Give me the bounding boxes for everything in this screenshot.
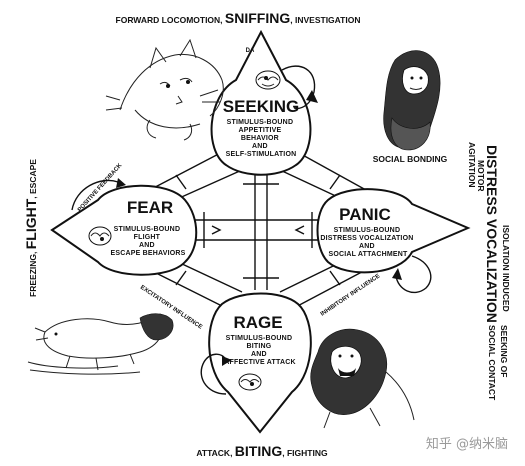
brain-icon <box>255 70 281 90</box>
right-inner-line1: MOTOR <box>476 160 486 191</box>
seeking-node: DA SEEKING STIMULUS-BOUND APPETITIVE BEH… <box>210 29 318 176</box>
top-edge-pre: FORWARD LOCOMOTION, <box>116 15 225 25</box>
rage-line-3: AND <box>251 351 267 358</box>
fear-loop <box>71 179 119 211</box>
seeking-loop-arrow-icon <box>306 90 318 103</box>
rage-line-4: AFFECTIVE ATTACK <box>224 359 296 366</box>
seeking-loop <box>281 65 316 110</box>
panic-node: PANIC STIMULUS-BOUND DISTRESS VOCALIZATI… <box>316 188 471 294</box>
cat-sketch <box>105 38 224 141</box>
rodent-sketch <box>27 313 174 375</box>
seeking-line-2: APPETITIVE <box>239 127 282 134</box>
right-outer-pre: ISOLATION INDUCED <box>501 225 511 312</box>
rage-title: RAGE <box>233 313 282 332</box>
fear-node: FEAR STIMULUS-BOUND FLIGHT AND ESCAPE BE… <box>50 162 198 276</box>
fear-line-4: ESCAPE BEHAVIORS <box>110 250 185 257</box>
fear-brain-icon <box>88 226 112 246</box>
bottom-edge-post: , FIGHTING <box>282 448 328 458</box>
seeking-line-3: BEHAVIOR <box>241 135 279 142</box>
watermark: 知乎 @纳米脑 <box>426 436 508 452</box>
seeking-line-1: STIMULUS-BOUND <box>227 119 294 126</box>
rage-loop-arrow-icon <box>222 356 232 366</box>
inhibitory-influence-label: INHIBITORY INFLUENCE <box>320 273 382 317</box>
top-edge-post: , INVESTIGATION <box>290 15 360 25</box>
seeking-body: STIMULUS-BOUND APPETITIVE BEHAVIOR AND S… <box>226 119 297 158</box>
primate-sketch <box>383 50 441 151</box>
fear-title: FEAR <box>127 198 173 217</box>
right-outer-post-1: SEEKING OF <box>499 325 509 377</box>
bottom-edge-label: ATTACK, BITING, FIGHTING <box>196 443 328 459</box>
right-outer-big: DISTRESS VOCALIZATION <box>484 145 500 323</box>
seeking-line-4: AND <box>252 143 268 150</box>
rage-brain-icon <box>238 373 262 391</box>
fear-body: STIMULUS-BOUND FLIGHT AND ESCAPE BEHAVIO… <box>110 226 185 257</box>
seeking-title: SEEKING <box>223 97 300 116</box>
rage-body: STIMULUS-BOUND BITING AND AFFECTIVE ATTA… <box>224 335 296 366</box>
rage-line-2: BITING <box>246 343 271 350</box>
baboon-sketch <box>310 328 415 429</box>
panic-loop-arrow-icon <box>392 268 402 280</box>
bottom-edge-pre: ATTACK, <box>196 448 234 458</box>
seeking-line-5: SELF-STIMULATION <box>226 151 297 158</box>
top-edge-big: SNIFFING <box>225 10 290 26</box>
left-edge-pre: FREEZING, <box>28 249 38 297</box>
rage-line-1: STIMULUS-BOUND <box>226 335 293 342</box>
seeking-tag: DA <box>246 48 255 54</box>
social-bonding-caption: SOCIAL BONDING <box>373 154 448 164</box>
right-outer-post: SEEKING OF <box>499 325 509 377</box>
fear-line-2: FLIGHT <box>134 234 161 241</box>
left-edge-label: FREEZING, FLIGHT, ESCAPE <box>23 159 39 297</box>
fear-line-3: AND <box>139 242 155 249</box>
panic-line-2: DISTRESS VOCALIZATION <box>320 235 413 242</box>
fear-loop-arrow-icon <box>116 178 126 188</box>
panic-line-4: SOCIAL ATTACHMENT <box>329 251 408 258</box>
panic-body: STIMULUS-BOUND DISTRESS VOCALIZATION AND… <box>320 227 415 258</box>
bottom-edge-big: BITING <box>235 443 283 459</box>
panic-line-1: STIMULUS-BOUND <box>334 227 401 234</box>
left-edge-post: , ESCAPE <box>28 159 38 199</box>
rage-loop <box>200 353 227 395</box>
panic-loop <box>395 255 432 294</box>
panic-title: PANIC <box>339 205 391 224</box>
right-inner-line2: AGITATION <box>467 142 477 187</box>
top-edge-label: FORWARD LOCOMOTION, SNIFFING, INVESTIGAT… <box>116 10 361 26</box>
right-outer-post-2: SOCIAL CONTACT <box>487 325 497 401</box>
panic-line-3: AND <box>359 243 375 250</box>
left-edge-big: FLIGHT <box>23 198 39 249</box>
rage-node: RAGE STIMULUS-BOUND BITING AND AFFECTIVE… <box>200 292 312 434</box>
fear-line-1: STIMULUS-BOUND <box>114 226 181 233</box>
